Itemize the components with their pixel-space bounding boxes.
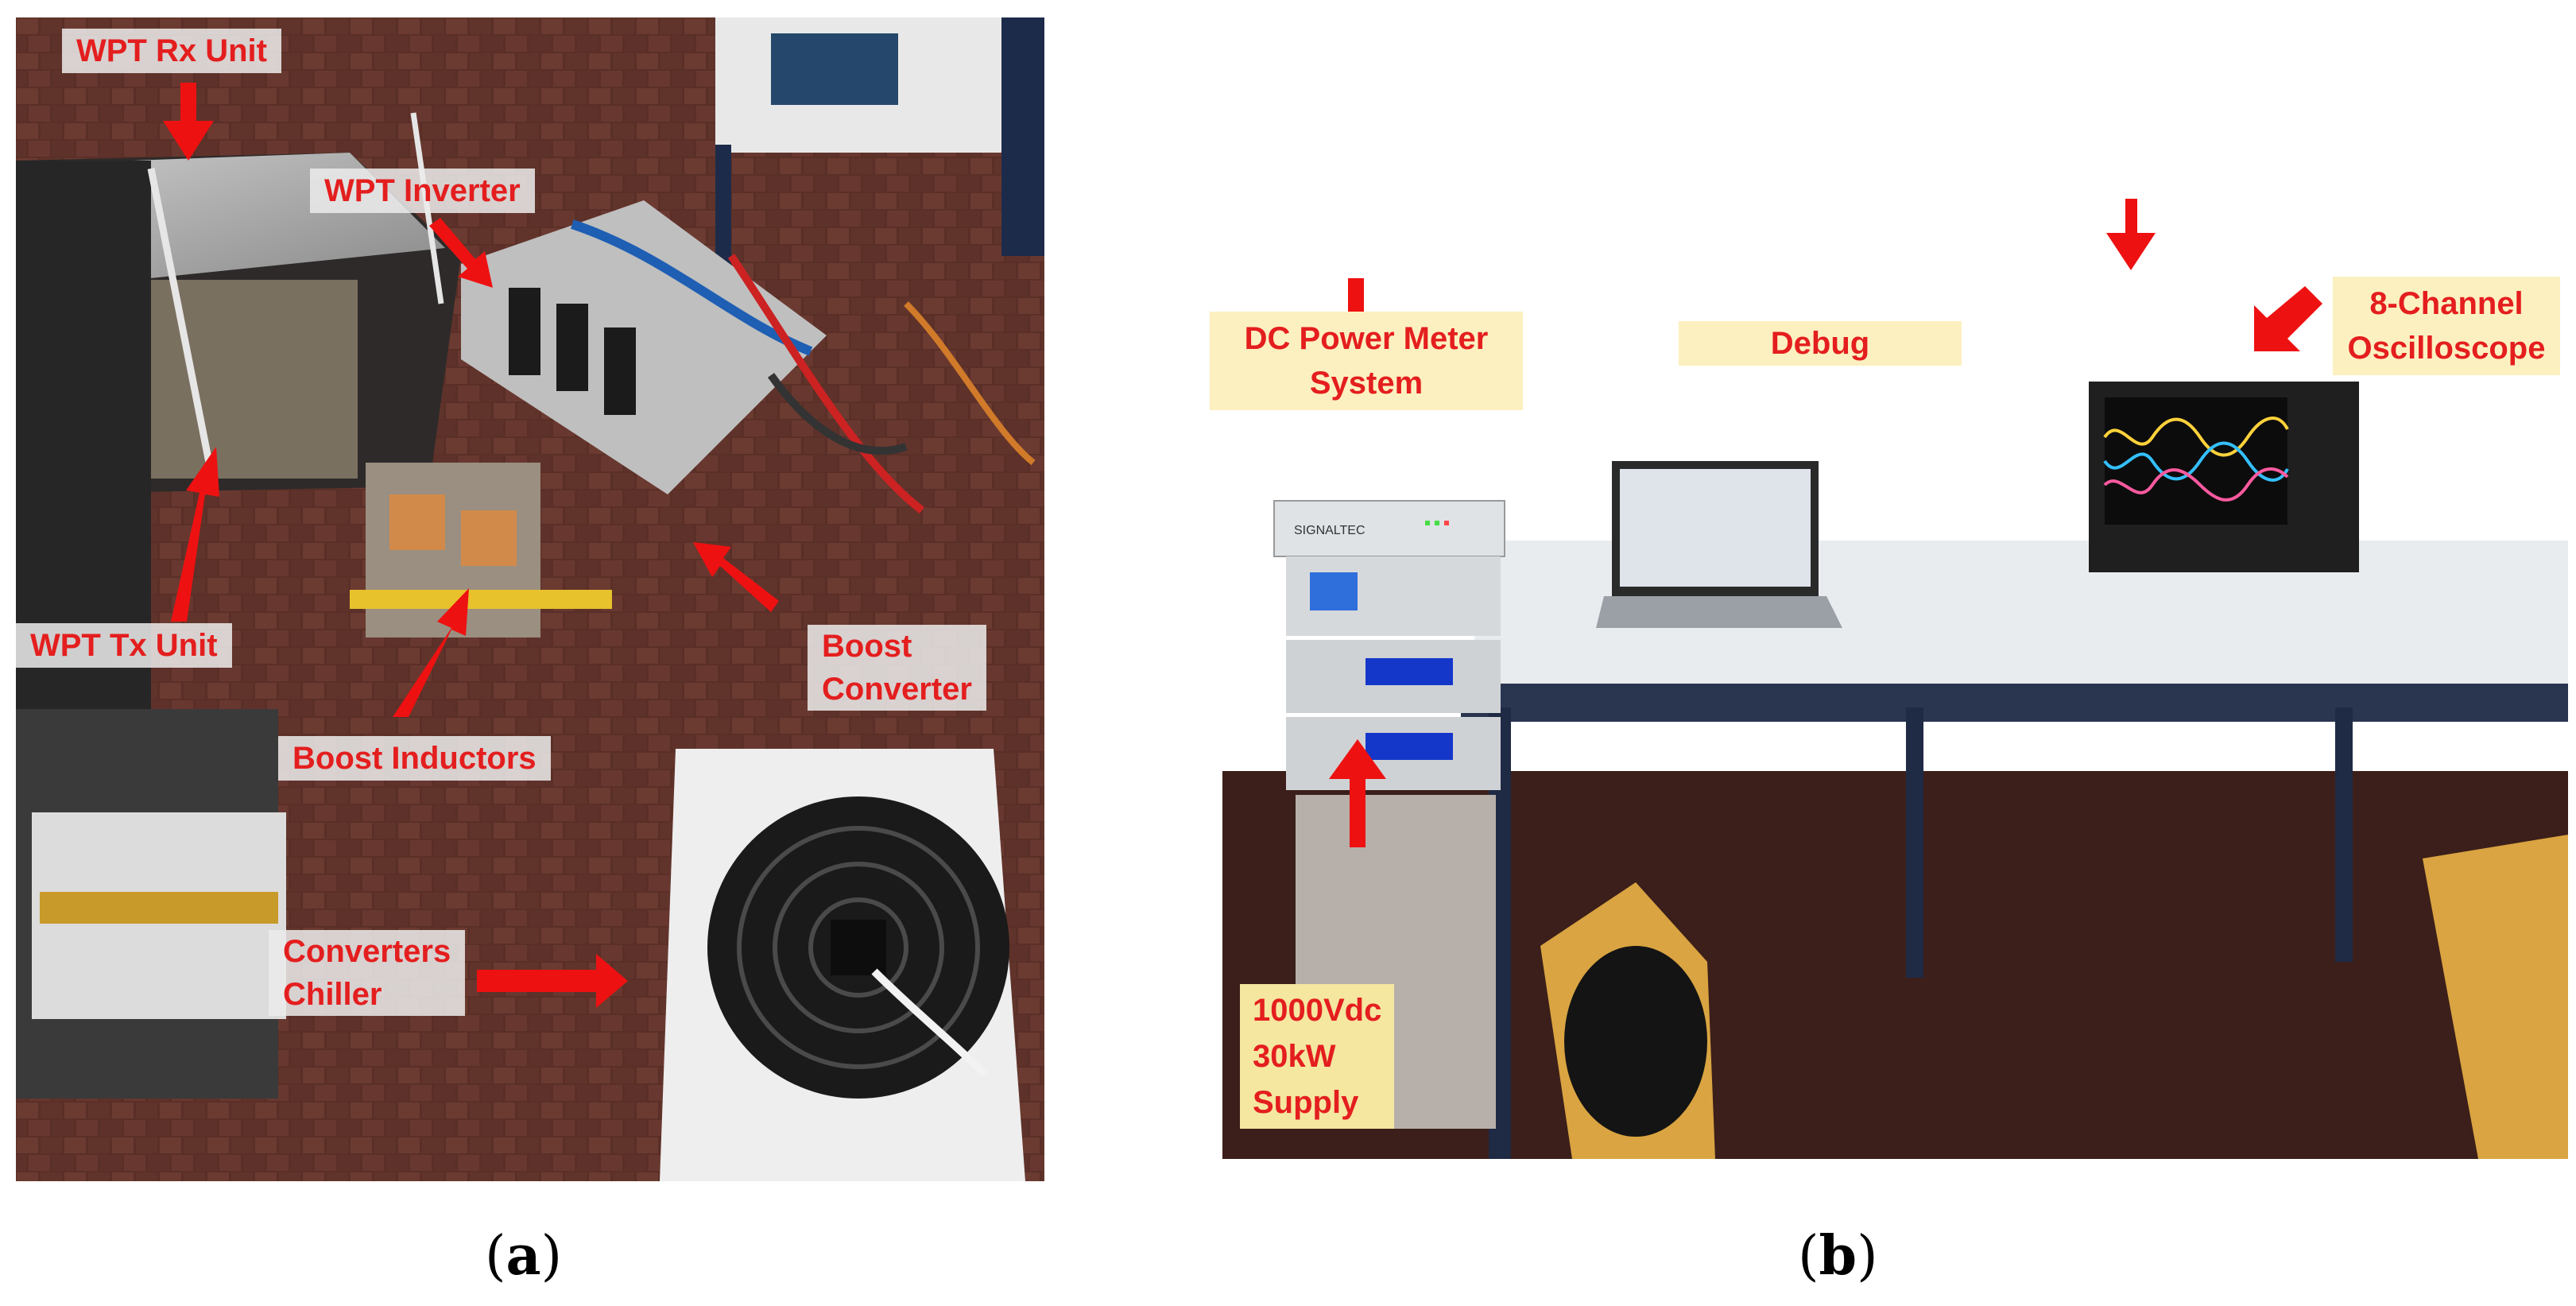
scope-arrow	[2254, 286, 2322, 351]
label-debug: Debug	[1679, 321, 1962, 366]
caption-a: (a)	[485, 1224, 563, 1288]
label-wpt-rx-unit: WPT Rx Unit	[62, 29, 281, 73]
caption-a-letter: a	[506, 1224, 541, 1288]
photo-panel-b: SIGNALTEC	[1222, 278, 2568, 1159]
label-wpt-inverter: WPT Inverter	[310, 169, 535, 213]
label-oscilloscope: 8-Channel Oscilloscope	[2333, 277, 2560, 375]
label-dc-power-meter: DC Power Meter System	[1210, 312, 1523, 410]
lab-bench-photo: SIGNALTEC	[1222, 278, 2568, 1159]
panel-b-top-arrows	[2106, 199, 2156, 270]
caption-b: (b)	[1798, 1224, 1878, 1288]
label-supply: 1000Vdc 30kW Supply	[1240, 984, 1395, 1129]
label-wpt-tx-unit: WPT Tx Unit	[16, 623, 232, 668]
device-brand-text: SIGNALTEC	[1294, 524, 1365, 537]
label-converters-chiller: Converters Chiller	[269, 930, 466, 1016]
caption-b-letter: b	[1819, 1224, 1857, 1288]
photo-panel-a: WPT Rx Unit WPT Inverter WPT Tx Unit Boo…	[16, 17, 1044, 1181]
label-boost-inductors: Boost Inductors	[278, 736, 551, 781]
label-boost-converter: Boost Converter	[808, 625, 986, 711]
